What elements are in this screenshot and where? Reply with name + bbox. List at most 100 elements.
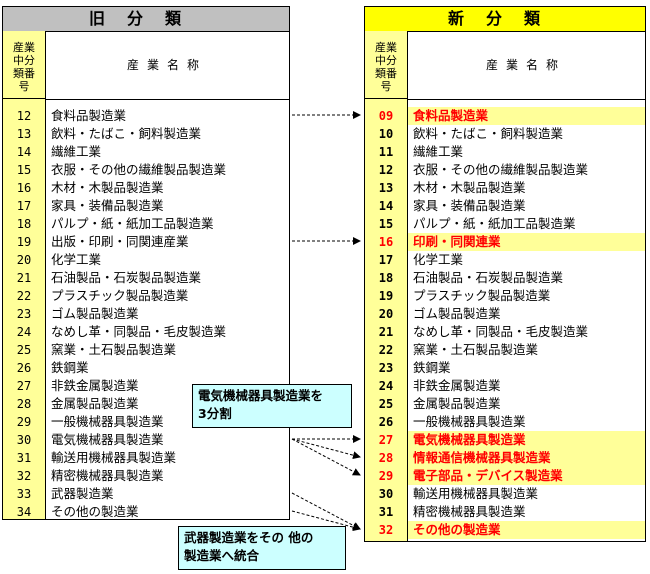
new-table-row: 24 非鉄金属製造業 — [365, 377, 645, 395]
industry-code: 32 — [378, 523, 394, 537]
industry-code: 16 — [378, 235, 394, 249]
industry-code: 32 — [16, 469, 32, 483]
industry-name: 一般機械器具製造業 — [51, 414, 164, 429]
industry-code: 15 — [378, 217, 394, 231]
old-name-header: 産業名称 — [45, 31, 289, 100]
new-table-row: 25 金属製品製造業 — [365, 395, 645, 413]
industry-code: 33 — [16, 487, 32, 501]
industry-name: 窯業・土石製品製造業 — [51, 342, 177, 357]
industry-name: ゴム製品製造業 — [413, 306, 501, 321]
industry-name: なめし革・同製品・毛皮製造業 — [51, 324, 227, 339]
industry-code: 31 — [16, 451, 32, 465]
industry-name: その他の製造業 — [51, 504, 139, 519]
callout-weapons-merge: 武器製造業をその 他の 製造業へ統合 — [178, 526, 346, 570]
old-table-row: 18 パルプ・紙・紙加工品製造業 — [3, 215, 289, 233]
new-table-row: 29 電子部品・デバイス製造業 — [365, 467, 645, 485]
industry-code: 09 — [378, 109, 394, 123]
arrow-electric-28 — [291, 438, 361, 460]
industry-name: 家具・装備品製造業 — [51, 198, 164, 213]
industry-name: 精密機械器具製造業 — [413, 504, 526, 519]
industry-name: 木材・木製品製造業 — [51, 180, 164, 195]
industry-name: 衣服・その他の繊維製品製造業 — [413, 162, 589, 177]
industry-code: 25 — [378, 397, 394, 411]
industry-code: 11 — [378, 145, 394, 159]
industry-code: 22 — [378, 343, 394, 357]
industry-code: 21 — [378, 325, 394, 339]
old-table-row: 34 その他の製造業 — [3, 503, 289, 521]
industry-code: 27 — [378, 433, 394, 447]
old-table-row: 23 ゴム製品製造業 — [3, 305, 289, 323]
industry-code: 10 — [378, 127, 394, 141]
industry-name: 電子部品・デバイス製造業 — [408, 467, 645, 485]
industry-name: 武器製造業 — [51, 486, 114, 501]
industry-name: 精密機械器具製造業 — [51, 468, 164, 483]
industry-name: 飲料・たばこ・飼料製造業 — [413, 126, 564, 141]
industry-code: 18 — [16, 217, 32, 231]
industry-name: 飲料・たばこ・飼料製造業 — [51, 126, 202, 141]
industry-code: 22 — [16, 289, 32, 303]
new-table-row: 21 なめし革・同製品・毛皮製造業 — [365, 323, 645, 341]
industry-name: 一般機械器具製造業 — [413, 414, 526, 429]
industry-name: 繊維工業 — [51, 144, 102, 159]
new-code-column — [365, 31, 408, 541]
old-code-header: 産業 中分 類番 号 — [3, 31, 45, 99]
old-table-row: 13 飲料・たばこ・飼料製造業 — [3, 125, 289, 143]
industry-name: 食料品製造業 — [51, 108, 127, 123]
industry-name: ゴム製品製造業 — [51, 306, 139, 321]
new-table-row: 10 飲料・たばこ・飼料製造業 — [365, 125, 645, 143]
industry-code: 34 — [16, 505, 32, 519]
industry-name: 出版・印刷・同関連産業 — [51, 234, 189, 249]
industry-name: 非鉄金属製造業 — [51, 378, 139, 393]
industry-code: 23 — [16, 307, 32, 321]
industry-name: 木材・木製品製造業 — [413, 180, 526, 195]
industry-name: 食料品製造業 — [408, 107, 645, 125]
industry-name: プラスチック製品製造業 — [413, 288, 551, 303]
industry-code: 13 — [16, 127, 32, 141]
new-table-row: 14 家具・装備品製造業 — [365, 197, 645, 215]
industry-code: 30 — [378, 487, 394, 501]
industry-name: 金属製品製造業 — [51, 396, 139, 411]
new-table-row: 12 衣服・その他の繊維製品製造業 — [365, 161, 645, 179]
industry-code: 28 — [378, 451, 394, 465]
industry-code: 24 — [378, 379, 394, 393]
industry-name: パルプ・紙・紙加工品製造業 — [51, 216, 214, 231]
industry-name: 石油製品・石炭製品製造業 — [51, 270, 202, 285]
industry-code: 28 — [16, 397, 32, 411]
industry-code: 12 — [16, 109, 32, 123]
industry-name: 金属製品製造業 — [413, 396, 501, 411]
arrow-other — [291, 510, 361, 532]
industry-code: 29 — [16, 415, 32, 429]
new-table-title: 新分類 — [365, 7, 645, 32]
callout-electric-split: 電気機械器具製造業を 3分割 — [192, 384, 352, 428]
new-table-row: 31 精密機械器具製造業 — [365, 503, 645, 521]
industry-code: 12 — [378, 163, 394, 177]
industry-name: その他の製造業 — [408, 521, 645, 539]
industry-code: 31 — [378, 505, 394, 519]
industry-code: 29 — [378, 469, 394, 483]
industry-code: 17 — [378, 253, 394, 267]
industry-name: 家具・装備品製造業 — [413, 198, 526, 213]
industry-code: 21 — [16, 271, 32, 285]
industry-code: 14 — [378, 199, 394, 213]
industry-name: 非鉄金属製造業 — [413, 378, 501, 393]
arrow-electric-29 — [291, 438, 361, 476]
industry-name: なめし革・同製品・毛皮製造業 — [413, 324, 589, 339]
industry-name: 印刷・同関連業 — [408, 233, 645, 251]
